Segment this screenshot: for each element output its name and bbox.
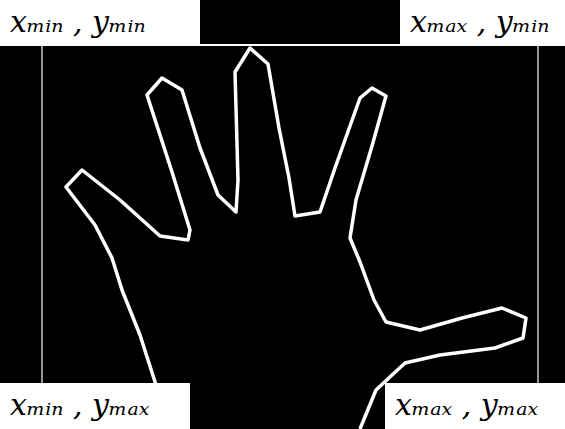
corner-label-box: xₘᵢₙ , yₘₐₓ (0, 383, 190, 429)
corner-label-box: xₘₐₓ , yₘᵢₙ (400, 0, 565, 46)
corner-label: xₘₐₓ , yₘᵢₙ (410, 3, 555, 41)
bbox-top-line (190, 44, 410, 46)
bbox-left-line (41, 45, 43, 384)
corner-label: xₘᵢₙ , yₘᵢₙ (10, 3, 190, 41)
corner-label-box: xₘₐₓ , yₘₐₓ (385, 383, 565, 429)
corner-label-box: xₘᵢₙ , yₘᵢₙ (0, 0, 200, 46)
bbox-right-line (537, 45, 539, 384)
hand-outline (66, 48, 526, 429)
corner-label: xₘₐₓ , yₘₐₓ (395, 386, 555, 424)
corner-label: xₘᵢₙ , yₘₐₓ (10, 386, 180, 424)
